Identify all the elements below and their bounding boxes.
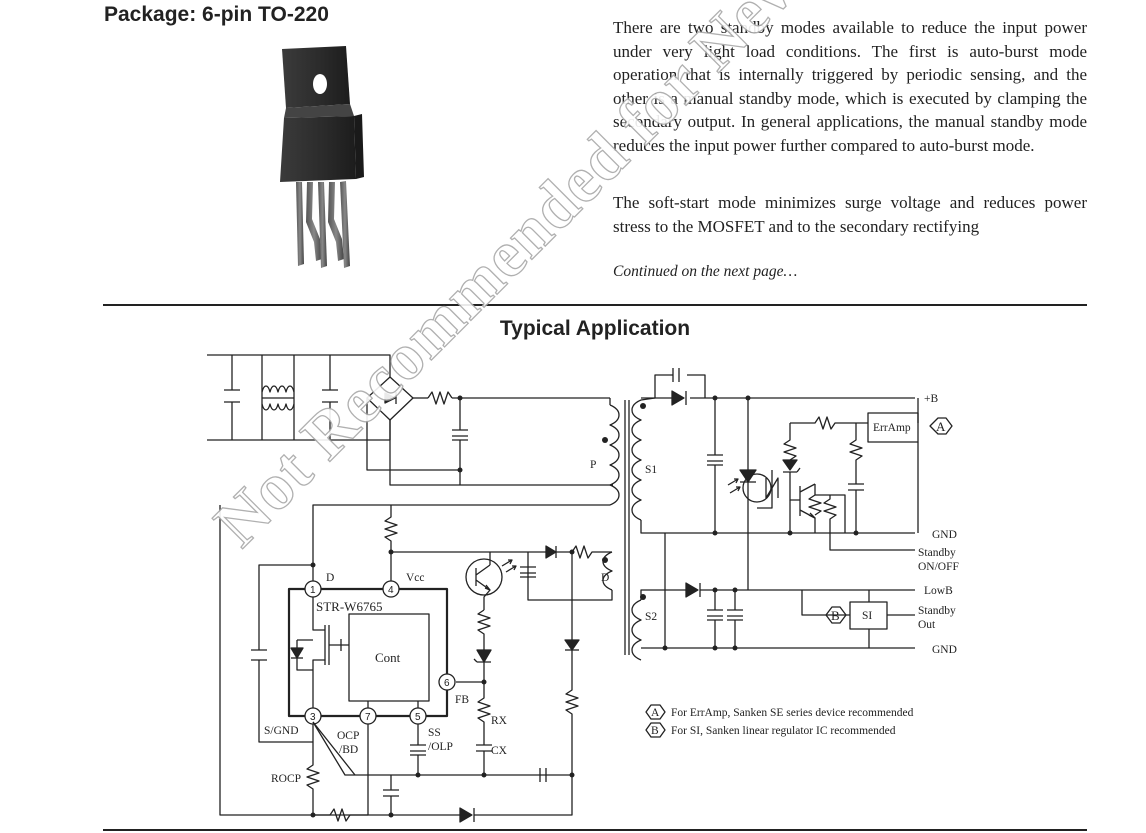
label-chip: STR-W6765 bbox=[316, 599, 382, 614]
label-standby-out-1: Standby bbox=[918, 605, 956, 617]
note-a-marker: A bbox=[651, 707, 660, 719]
section-divider-bottom bbox=[103, 829, 1087, 831]
label-gnd-2: GND bbox=[932, 644, 957, 656]
pin-6-number: 6 bbox=[444, 678, 450, 689]
label-standby-onoff-1: Standby bbox=[918, 547, 956, 559]
label-standby-out-2: Out bbox=[918, 619, 936, 631]
label-errAmp: ErrAmp bbox=[873, 422, 911, 434]
label-rocp: ROCP bbox=[271, 773, 301, 785]
pin-7-number: 7 bbox=[365, 712, 371, 723]
label-s2: S2 bbox=[645, 611, 657, 623]
package-photo bbox=[280, 46, 364, 268]
note-b-text: For SI, Sanken linear regulator IC recom… bbox=[671, 725, 896, 737]
label-fb: FB bbox=[455, 694, 469, 706]
pin-5-number: 5 bbox=[415, 712, 421, 723]
label-rx: RX bbox=[491, 715, 508, 727]
label-ocp-2: /BD bbox=[339, 744, 358, 756]
note-b-marker: B bbox=[651, 725, 659, 737]
note-a-text: For ErrAmp, Sanken SE series device reco… bbox=[671, 707, 914, 719]
label-sgnd: S/GND bbox=[264, 725, 299, 737]
description-paragraph-1: There are two standby modes available to… bbox=[613, 18, 1087, 155]
label-vcc: Vcc bbox=[406, 572, 425, 584]
label-si: SI bbox=[862, 610, 872, 622]
label-cx: CX bbox=[491, 745, 508, 757]
marker-b: B bbox=[831, 608, 840, 623]
label-ss-1: SS bbox=[428, 727, 441, 739]
label-plus-b: +B bbox=[924, 393, 938, 405]
pin-4-number: 4 bbox=[388, 585, 394, 596]
label-standby-onoff-2: ON/OFF bbox=[918, 561, 959, 573]
pin-1-number: 1 bbox=[310, 585, 316, 596]
label-s1: S1 bbox=[645, 464, 657, 476]
continued-note: Continued on the next page… bbox=[613, 263, 798, 280]
section-divider-top bbox=[103, 304, 1087, 306]
label-lowb: LowB bbox=[924, 585, 953, 597]
label-ss-2: /OLP bbox=[428, 741, 453, 753]
package-title: Package: 6-pin TO-220 bbox=[104, 3, 329, 26]
label-primary-p: P bbox=[590, 459, 596, 471]
label-ocp-1: OCP bbox=[337, 730, 359, 742]
label-pin-d: D bbox=[326, 572, 334, 584]
marker-a: A bbox=[936, 419, 946, 434]
label-aux-d: D bbox=[601, 572, 609, 584]
pin-3-number: 3 bbox=[310, 712, 316, 723]
label-cont: Cont bbox=[375, 650, 401, 665]
section-title: Typical Application bbox=[499, 317, 691, 340]
description-paragraph-2: The soft-start mode minimizes surge volt… bbox=[613, 193, 1087, 236]
label-gnd-1: GND bbox=[932, 529, 957, 541]
